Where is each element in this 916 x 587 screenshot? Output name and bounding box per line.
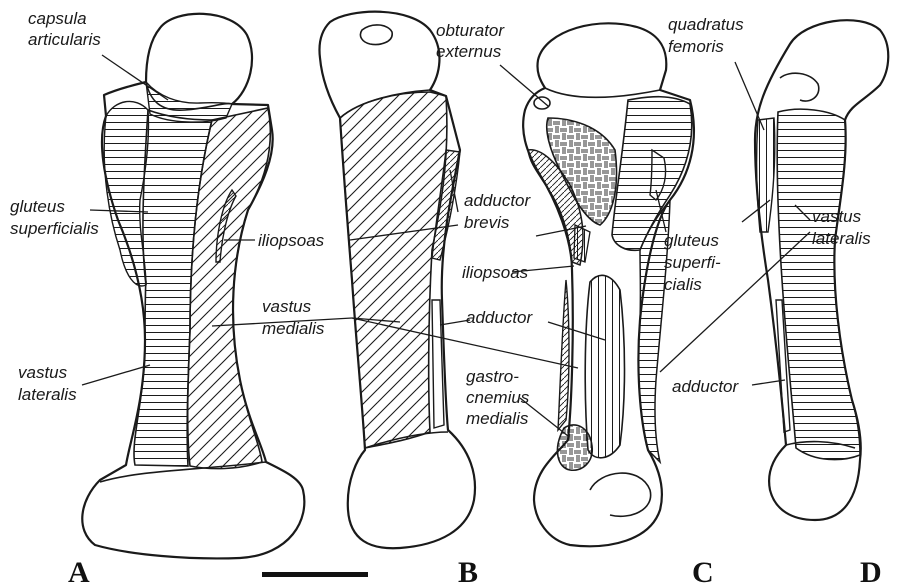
label-iliopsoas-b: iliopsoas [462, 263, 529, 282]
label-obturator-externus: obturator externus [436, 21, 509, 61]
panel-letter-c: C [692, 556, 714, 587]
label-vastus-medialis: vastus medialis [262, 297, 325, 338]
label-adductor-d: adductor [672, 377, 739, 396]
label-iliopsoas-a: iliopsoas [258, 231, 325, 250]
label-gluteus-superficialis-c: gluteus superfi- cialis [664, 231, 725, 294]
scale-bar [262, 572, 368, 577]
label-adductor-b: adductor [466, 308, 533, 327]
femur-d [755, 20, 888, 520]
panel-letter-b: B [458, 556, 478, 587]
femur-c-medial-ridge-area [558, 280, 569, 430]
label-gluteus-superficialis-a: gluteus superficialis [10, 197, 99, 238]
femur-b [319, 12, 475, 549]
label-capsula-articularis: capsula articularis [28, 9, 101, 49]
femur-c-adductor-area [585, 275, 624, 457]
label-quadratus-femoris: quadratus femoris [668, 15, 748, 56]
panel-letters: A B C D [68, 556, 882, 587]
panel-letter-d: D [860, 556, 882, 587]
label-vastus-lateralis-a: vastus lateralis [18, 363, 77, 404]
label-adductor-brevis: adductor brevis [464, 191, 535, 232]
femur-a [82, 14, 304, 559]
femur-a-gluteus-superficialis-area [104, 101, 148, 286]
panel-letter-a: A [68, 556, 90, 587]
label-gastrocnemius-medialis: gastro- cnemius medialis [466, 367, 534, 428]
